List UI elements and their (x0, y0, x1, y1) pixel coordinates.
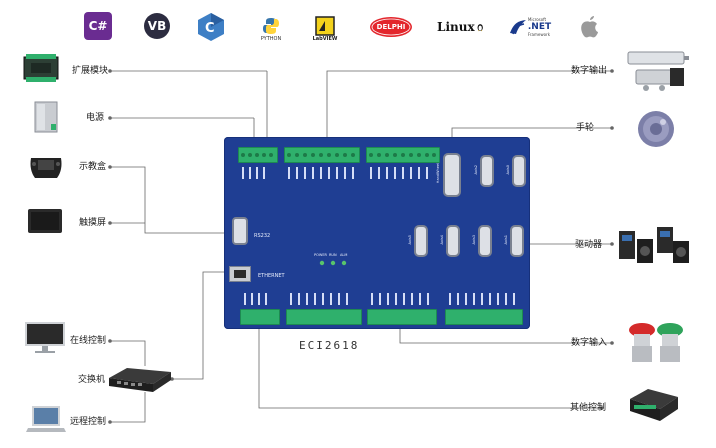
axis3-port (478, 225, 492, 257)
led-run-label: RUN (329, 253, 337, 257)
expansion-module-device (23, 53, 59, 87)
vb-logo-text: VB (147, 19, 167, 33)
csharp-logo-text: C# (88, 19, 108, 33)
label-driver: 驱动器 (575, 240, 603, 250)
handwheel-device (636, 109, 676, 153)
dotnet-logo-sub: Microsoft (527, 16, 547, 22)
label-other-control: 其他控制 (570, 403, 607, 413)
label-digital-output: 数字输出 (571, 66, 608, 76)
label-handwheel: 手轮 (576, 123, 595, 133)
ethernet-port (229, 266, 251, 282)
teach-pendant-device (27, 152, 65, 186)
led-alm-label: ALM (340, 253, 348, 257)
apple-logo (578, 12, 602, 42)
bottom-terminal-block-2 (286, 309, 362, 325)
led-power-label: POWER (314, 253, 327, 257)
labview-logo-text: LabVIEW (312, 36, 338, 42)
axis2-label: Axis2 (474, 165, 478, 175)
axis0-port (512, 155, 526, 187)
axis5-port (414, 225, 428, 257)
vb-logo: VB (143, 12, 171, 40)
axis1-label: Axis1 (504, 235, 508, 245)
servo-driver-device (617, 223, 691, 271)
axis3-label: Axis3 (472, 235, 476, 245)
handwheel-port (443, 153, 461, 197)
labview-logo: LabVIEW (312, 12, 338, 46)
python-logo-text: PYTHON (260, 35, 282, 42)
digital-output-cylinder-device (626, 48, 690, 96)
axis4-label: Axis4 (440, 235, 444, 245)
delphi-logo: DELPHI (369, 12, 413, 42)
bottom-terminal-block-3 (367, 309, 437, 325)
network-switch-device (107, 366, 173, 398)
power-supply-device (33, 100, 61, 138)
dotnet-logo-sub2: Framework (527, 31, 551, 37)
label-switch: 交换机 (78, 375, 106, 385)
remote-control-laptop (26, 404, 66, 438)
bottom-terminal-block-1 (240, 309, 280, 325)
label-power: 电源 (86, 113, 105, 123)
axis1-port (510, 225, 524, 257)
rs232-label: RS232 (254, 233, 271, 239)
axis5-label: Axis5 (408, 235, 412, 245)
label-expansion-module: 扩展模块 (72, 66, 109, 76)
axis0-label: Axis0 (506, 165, 510, 175)
label-online-control: 在线控制 (70, 336, 107, 346)
handwheel-port-label: HandWheel (436, 163, 440, 184)
csharp-logo: C# (84, 12, 112, 40)
delphi-logo-text: DELPHI (376, 23, 406, 31)
touch-screen-device (27, 208, 63, 238)
linux-logo-text: Linux (437, 20, 475, 34)
rs232-port (232, 217, 248, 245)
dotnet-logo-text: .NET (527, 21, 552, 32)
label-remote-control: 远程控制 (70, 417, 107, 427)
label-digital-input: 数字输入 (571, 338, 608, 348)
label-teach-pendant: 示教盒 (79, 162, 107, 172)
eci2618-controller-board: RS232 ETHERNET POWER RUN ALM HandWheel A… (224, 137, 530, 329)
bottom-terminal-block-4 (445, 309, 523, 325)
online-control-monitor (24, 321, 66, 359)
other-control-module-device (628, 385, 680, 429)
c-logo: C (196, 12, 226, 42)
axis2-port (480, 155, 494, 187)
ethernet-label: ETHERNET (258, 273, 285, 279)
python-logo: PYTHON (254, 12, 288, 46)
axis4-port (446, 225, 460, 257)
dotnet-logo: Microsoft .NET Framework (505, 12, 555, 42)
controller-model-label: ECI2618 (299, 339, 360, 352)
linux-logo: Linux (437, 12, 483, 42)
digital-input-buttons-device (624, 320, 688, 370)
label-touch-screen: 触摸屏 (79, 218, 107, 228)
svg-text:C: C (205, 21, 215, 36)
